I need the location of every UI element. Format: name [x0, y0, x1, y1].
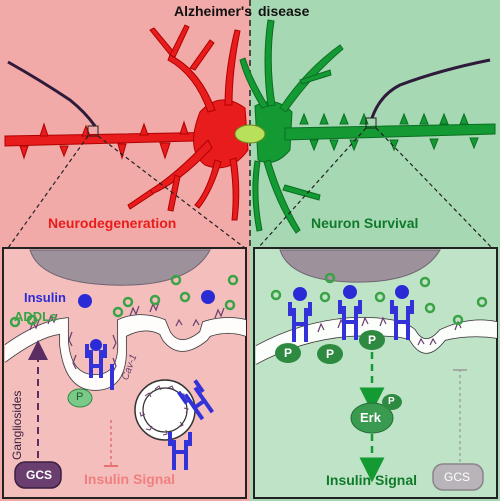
- zoom-lines: [7, 127, 493, 249]
- left-insulin-signal: Insulin Signal: [84, 471, 176, 487]
- right-addls: [270, 272, 488, 326]
- right-gcs-box: [432, 463, 484, 491]
- left-heading: Neurodegeneration: [48, 215, 177, 231]
- right-insulin-signal: Insulin Signal: [326, 472, 418, 488]
- erk-node: [350, 402, 394, 434]
- right-gcs-label: GCS: [444, 470, 471, 484]
- right-p-oval-1: [275, 343, 301, 363]
- left-gcs-label: GCS: [26, 468, 53, 482]
- addls-label: ADDLs: [14, 309, 58, 324]
- right-p-oval-2: [317, 344, 343, 364]
- title-right: disease: [258, 3, 310, 19]
- right-gray-blob: [279, 249, 441, 283]
- right-fiber: [370, 58, 491, 119]
- erk-p-label: P: [388, 396, 395, 407]
- right-neuron: [239, 19, 496, 234]
- left-fiber: [7, 60, 97, 127]
- right-insulin-1: [293, 287, 307, 301]
- right-zoom-box: [365, 117, 377, 129]
- left-insulin-bound: [90, 339, 102, 351]
- left-receptor-3: [168, 432, 192, 470]
- left-zoom-box: [87, 125, 99, 137]
- insulin-legend-dot: [78, 294, 92, 308]
- right-p3-label: P: [368, 333, 377, 347]
- erk-label: Erk: [360, 410, 381, 425]
- right-heading: Neuron Survival: [311, 215, 419, 231]
- left-gray-blob: [29, 249, 211, 286]
- left-receptor-1: [85, 344, 114, 390]
- endosome-vesicle: [134, 379, 196, 441]
- left-neuron: [4, 24, 249, 221]
- right-receptor-1: [288, 302, 312, 342]
- left-p-circle: [67, 388, 93, 408]
- right-p-oval-3: [359, 330, 385, 350]
- erk-p-oval: [382, 394, 402, 410]
- left-receptor-2: [176, 379, 215, 421]
- left-membrane-fill: [5, 315, 246, 390]
- left-addls: [9, 274, 239, 328]
- insulin-dot: [201, 290, 215, 304]
- left-panel: [2, 247, 247, 499]
- nucleus: [234, 124, 266, 144]
- right-membrane-fill: [256, 317, 497, 364]
- left-gcs-box: [14, 461, 62, 489]
- right-p1-label: P: [284, 346, 293, 360]
- right-receptor-3: [390, 300, 414, 340]
- gangliosides-label: Gangliosides: [10, 390, 24, 460]
- insulin-label: Insulin: [24, 290, 66, 305]
- right-panel: [253, 247, 498, 499]
- right-insulin-3: [395, 285, 409, 299]
- right-receptor-2: [338, 300, 362, 340]
- title-left: Alzheimer's: [174, 3, 253, 19]
- right-p2-label: P: [326, 347, 335, 361]
- left-p-label: P: [76, 391, 84, 403]
- right-insulin-2: [343, 285, 357, 299]
